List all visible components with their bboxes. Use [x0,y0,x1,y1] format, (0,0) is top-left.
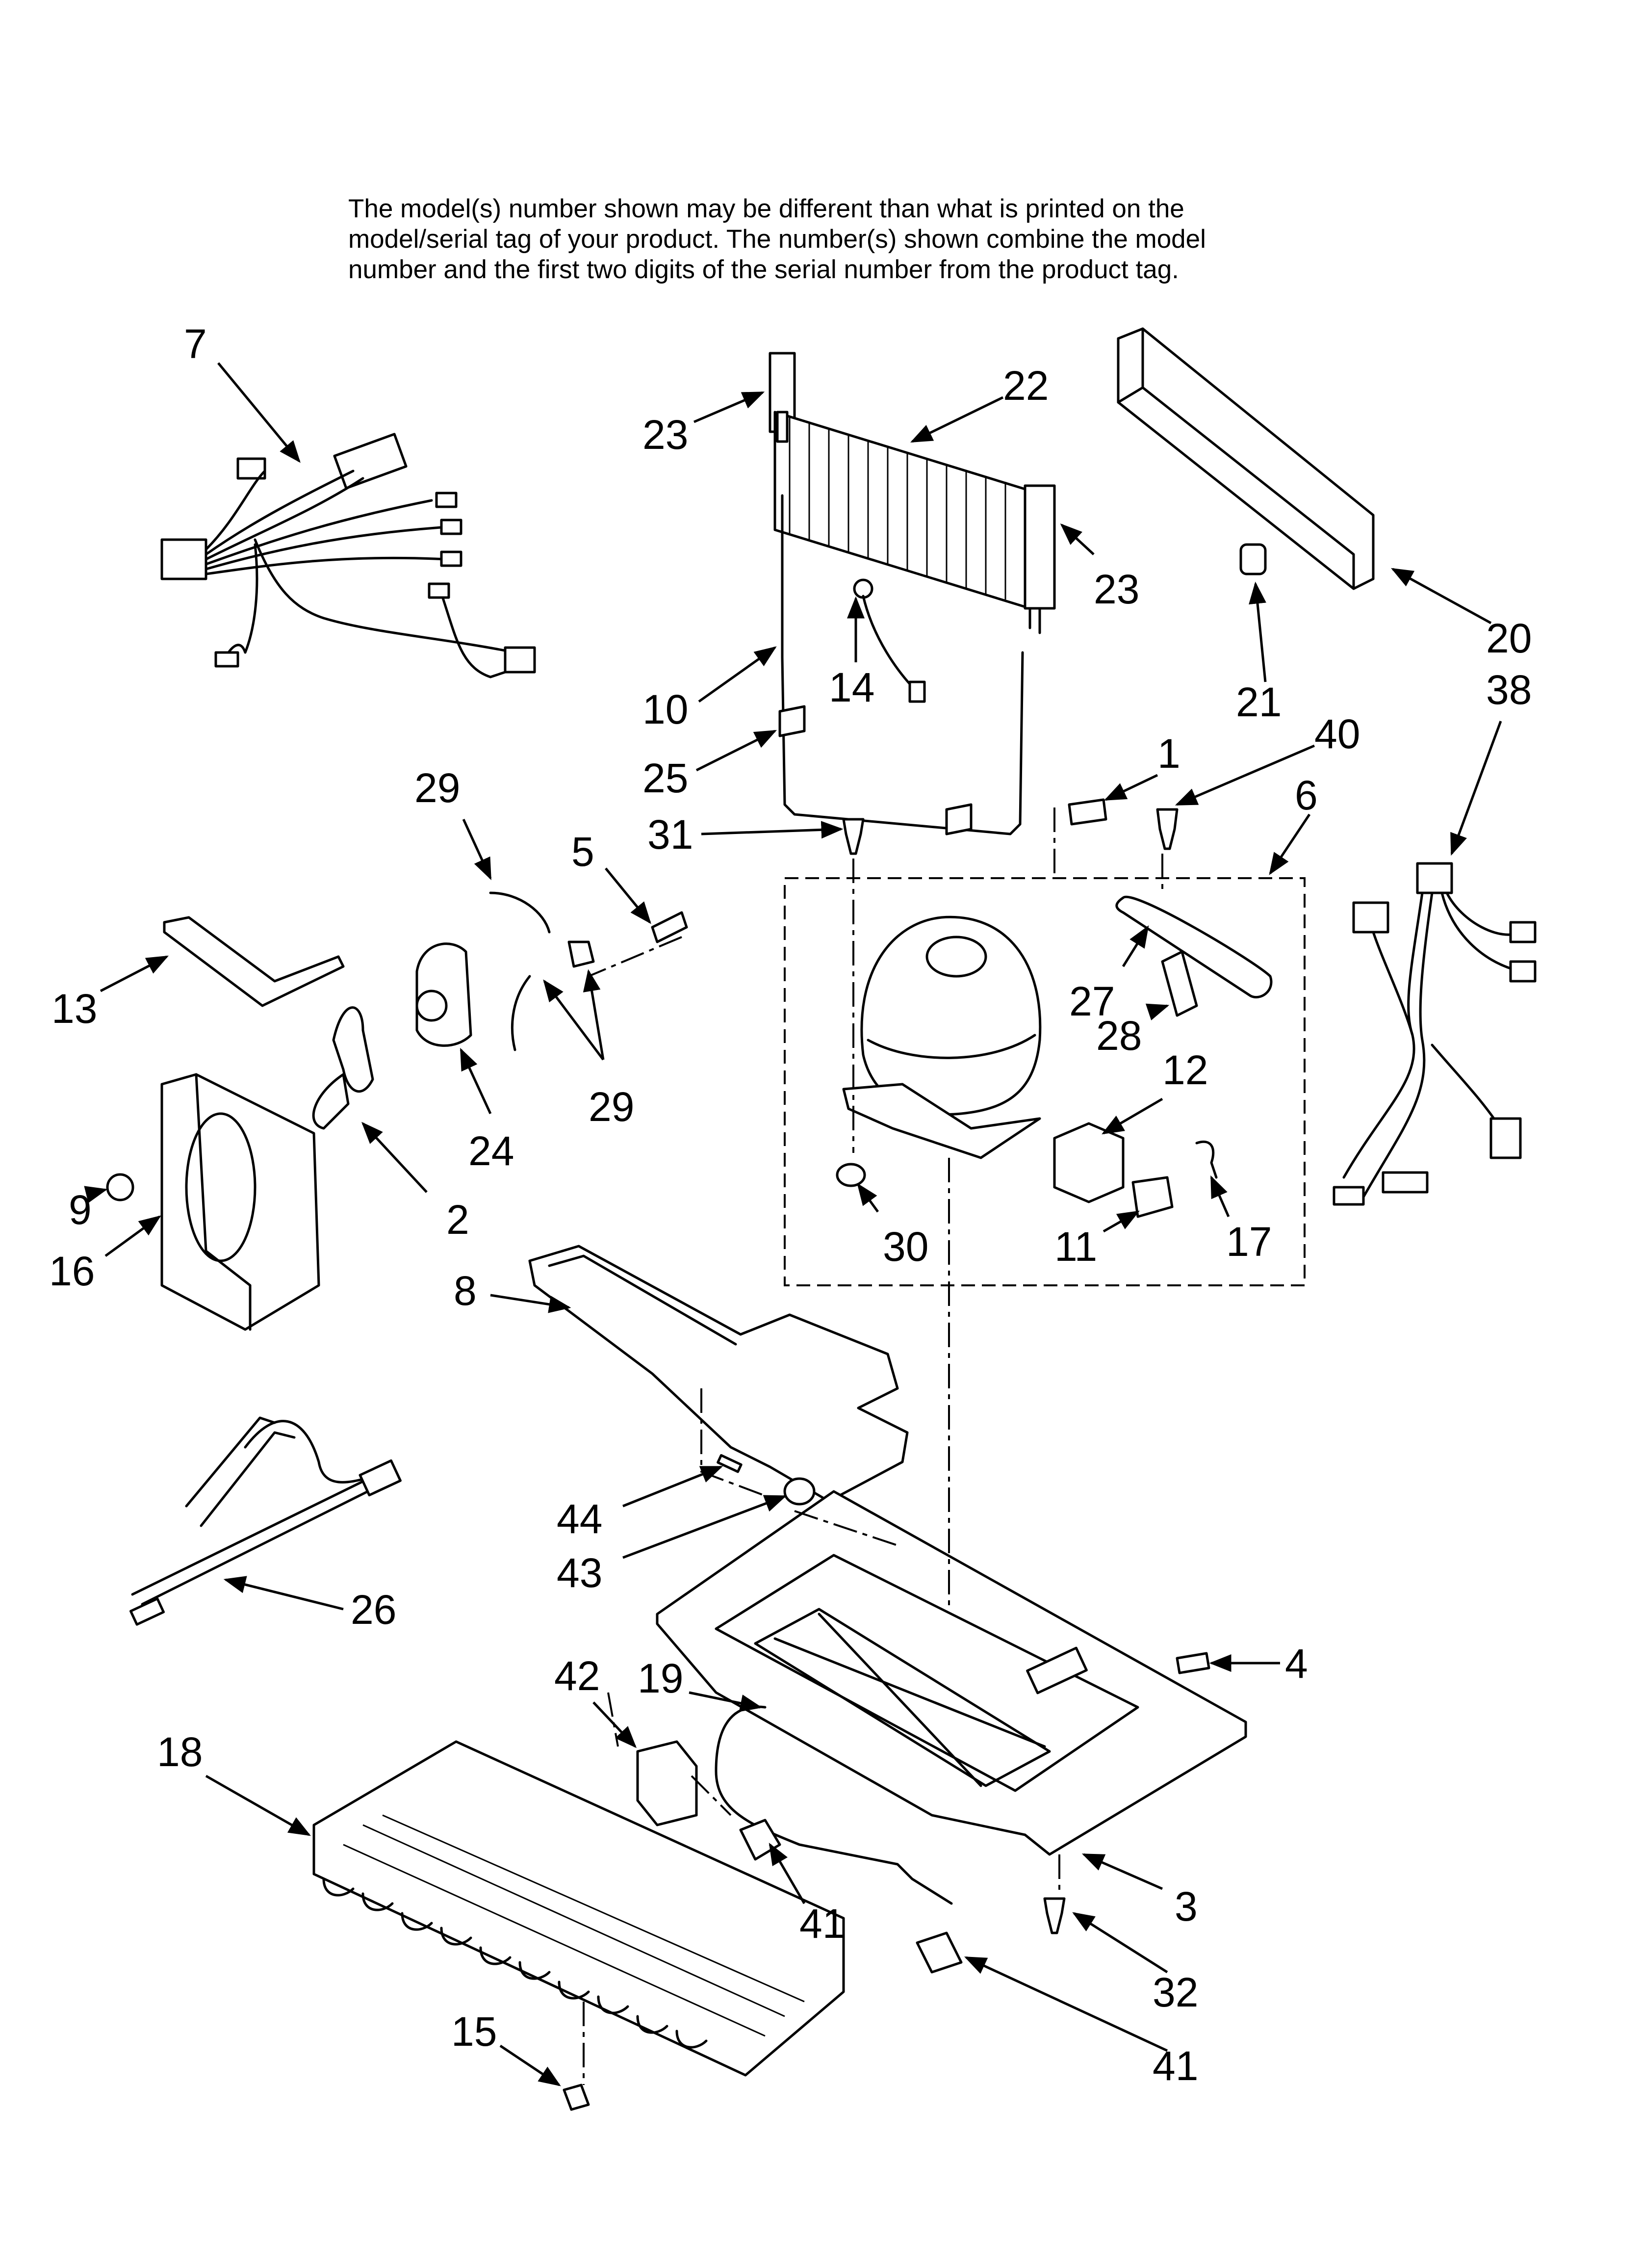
part-7-wire-harness [160,433,536,678]
callout-29-bottom: 29 [589,1084,634,1130]
callout-23-right: 23 [1094,566,1139,612]
callout-31: 31 [647,811,693,858]
callout-44: 44 [557,1496,602,1542]
part-32-screw [1043,1897,1066,1934]
part-13-gasket [163,916,345,1007]
callout-38: 38 [1486,667,1532,713]
callout-17: 17 [1226,1219,1272,1265]
part-4-screw [1176,1652,1210,1674]
callout-28: 28 [1096,1013,1142,1059]
part-38-wire-harness [1333,862,1537,1206]
callout-41-upper: 41 [799,1901,845,1947]
base-plate [656,1490,1247,1856]
part-42-block [636,1740,698,1826]
part-29-hoses [489,891,595,1051]
part-2-fan-blade [312,1006,374,1130]
part-44-clip [717,1454,743,1473]
callout-19: 19 [638,1655,683,1701]
callout-26: 26 [351,1587,396,1633]
part-43-grommet [783,1477,816,1506]
callout-8: 8 [454,1268,477,1314]
part-22-evaporator [769,352,1056,634]
callout-2: 2 [446,1197,469,1243]
part-41-clamp-lower [916,1931,963,1974]
part-16-shroud [160,1073,320,1331]
callout-25: 25 [642,755,688,801]
part-12-relay [1053,1122,1125,1203]
note-line-3: number and the first two digits of the s… [348,255,1179,284]
callout-40: 40 [1314,711,1360,757]
callout-9: 9 [69,1187,92,1233]
part-17-clip [1195,1140,1218,1179]
callout-16: 16 [49,1248,95,1294]
part-10-heater [776,411,1024,835]
callout-13: 13 [51,986,97,1032]
part-19-tube [715,1705,953,1905]
callout-3: 3 [1175,1883,1198,1929]
callout-4: 4 [1285,1641,1308,1687]
part-30-grommet [836,1163,866,1187]
callout-32: 32 [1153,1969,1198,2015]
callout-21: 21 [1236,679,1282,725]
part-11-overload [1131,1176,1174,1218]
part-6-compressor-assembly [784,877,1306,1286]
part-26-harness [129,1416,402,1626]
part-5-screw [651,911,688,943]
leader-lines [84,362,1502,2086]
callout-labels: 7 23 22 23 20 38 21 14 10 25 1 40 6 29 5… [49,321,1532,2089]
callout-22: 22 [1003,363,1049,409]
callout-14: 14 [829,664,874,710]
part-15-clip [563,2084,590,2111]
part-24-fan-motor [415,942,472,1047]
callout-24: 24 [468,1128,514,1174]
callout-10: 10 [642,686,688,732]
callout-29-top: 29 [414,765,460,811]
part-9-grommet [106,1173,134,1201]
callout-15: 15 [451,2008,497,2055]
callout-41-lower: 41 [1153,2043,1198,2089]
callout-18: 18 [157,1729,203,1775]
part-25-clip [778,705,973,835]
part-31-screw [842,818,865,855]
part-40-screw [1156,808,1179,850]
callout-5: 5 [571,829,594,875]
part-20-cover [1117,327,1375,590]
part-18-condenser [312,1740,845,2077]
callout-42: 42 [554,1653,600,1699]
compressor [842,915,1042,1159]
part-1-screw [1068,798,1107,826]
part-21-grommet [1239,543,1267,575]
part-8-drain-pan [528,1245,909,1503]
part-27-drier [1115,895,1273,999]
callout-23-top: 23 [642,412,688,458]
callout-7: 7 [184,321,207,367]
note-line-2: model/serial tag of your product. The nu… [348,225,1206,254]
callout-30: 30 [883,1224,928,1270]
disclaimer-note: The model(s) number shown may be differe… [348,194,1378,285]
callout-20: 20 [1486,615,1532,661]
note-line-1: The model(s) number shown may be differe… [348,194,1184,223]
callout-43: 43 [557,1550,602,1596]
part-28-bracket [1161,950,1198,1017]
callout-6: 6 [1295,772,1318,818]
callout-12: 12 [1162,1047,1208,1093]
callout-11: 11 [1054,1224,1097,1270]
callout-27: 27 [1069,978,1115,1024]
callout-1: 1 [1157,730,1180,777]
